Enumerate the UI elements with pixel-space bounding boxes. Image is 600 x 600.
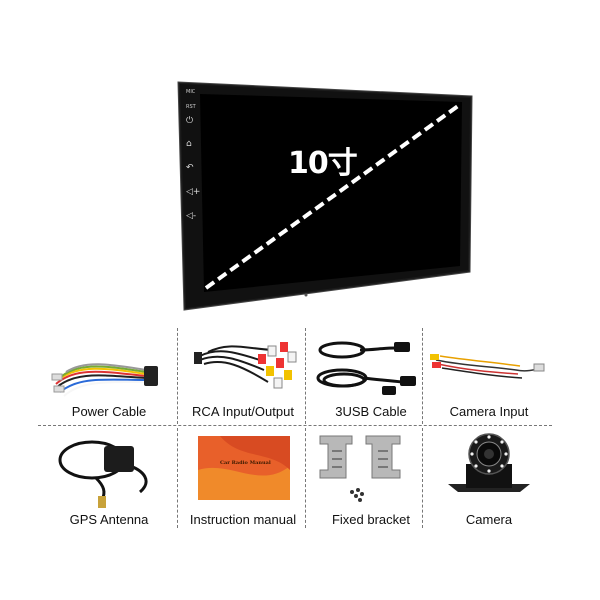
accessory-label: 3USB Cable [335,404,407,419]
divider [38,425,552,426]
gps-antenna-item: GPS Antenna [46,430,172,532]
accessory-label: RCA Input/Output [192,404,294,419]
car-radio-head-unit: MIC RST ⏻ ⌂ ↶ ◁+ ◁- [176,80,474,312]
accessory-label: GPS Antenna [69,512,149,527]
back-icon: ↶ [186,163,194,173]
rca-cable-image [194,342,297,389]
usb-cable-item: 3USB Cable [308,326,434,428]
power-icon: ⏻ [186,116,194,126]
power-cable-item: Power Cable [46,326,172,428]
volume-up-icon: ◁+ [186,187,201,197]
camera-input-item: Camera Input [426,326,552,428]
accessory-label: Camera Input [449,404,529,419]
fixed-bracket-image [319,435,401,502]
divider [305,328,306,424]
rst-label: RST [186,104,196,110]
usb-cable-image [316,341,416,395]
instruction-manual-item: Car Radio Manual Instruction manual [180,430,306,532]
rca-cable-item: RCA Input/Output [180,326,306,428]
power-cable-image [51,363,158,397]
camera-item: Camera [426,430,552,532]
fixed-bracket-item: Fixed bracket [308,430,434,532]
accessory-label: Fixed bracket [331,512,411,527]
volume-down-icon: ◁- [186,211,197,221]
divider [177,428,178,528]
manual-title: Car Radio Manual [220,460,271,466]
camera-image [448,433,530,492]
accessory-label: Camera [465,512,513,527]
accessories-grid: Power Cable RCA Input/Output [38,326,552,534]
divider [422,428,423,528]
accessory-label: Instruction manual [189,512,297,527]
divider [422,328,423,424]
mic-label: MIC [186,89,196,95]
instruction-manual-image [198,436,290,500]
divider [177,328,178,424]
camera-input-image [430,354,545,379]
screen-size-label: 10寸 [288,146,358,181]
accessory-label: Power Cable [71,404,147,419]
head-unit-graphic [177,81,473,311]
gps-antenna-image [58,440,148,508]
home-icon: ⌂ [186,139,192,149]
divider [305,428,306,528]
